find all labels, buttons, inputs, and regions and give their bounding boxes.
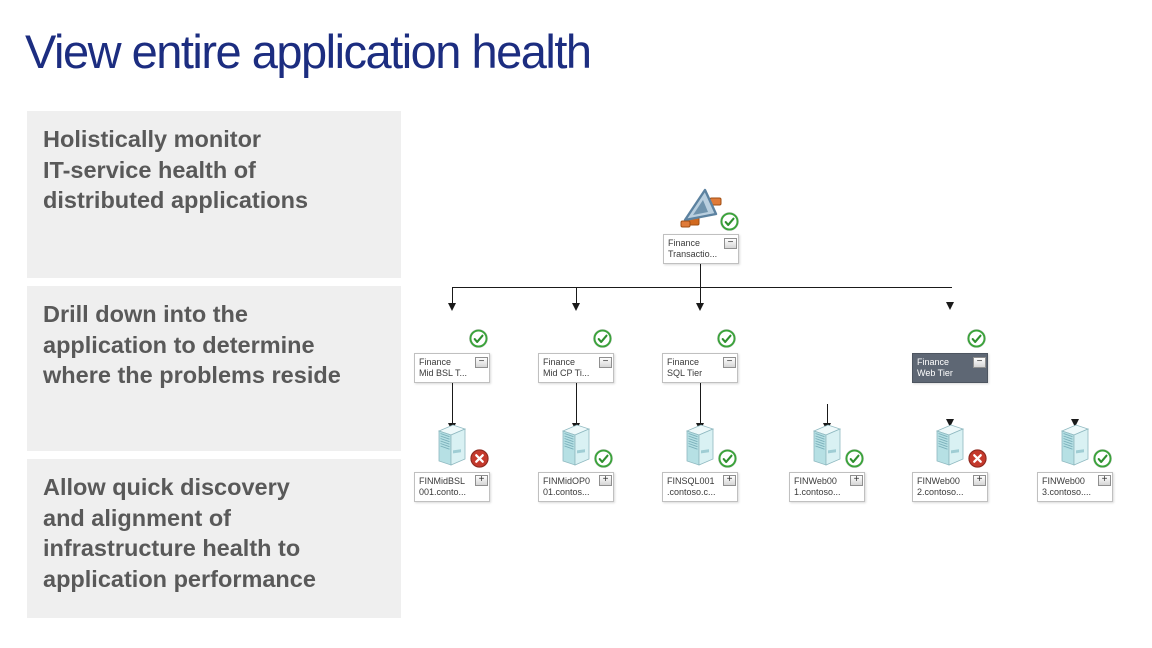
health-ok-icon [717,448,738,469]
diagram-node-finweb002[interactable]: FINWeb00 2.contoso... + [905,423,995,502]
health-ok-icon [593,448,614,469]
arrow-down-icon [1071,419,1079,427]
health-ok-icon [1092,448,1113,469]
server-icon [558,423,594,472]
server-icon [932,423,968,472]
connector-line [576,288,577,304]
diagram-node-finance-transaction[interactable]: Finance Transactio... − [656,188,746,264]
arrow-down-icon [946,302,954,310]
health-error-icon [967,448,988,469]
connector-line [452,383,453,424]
distributed-application-icon [679,185,723,234]
page-title: View entire application health [25,25,592,78]
arrow-down-icon [696,303,704,311]
diagram-node-finance-mid-cp-tier[interactable]: Finance Mid CP Ti... − [531,308,621,383]
connector-line [827,404,828,424]
health-ok-icon [719,211,740,232]
server-icon [682,423,718,472]
arrow-down-icon [572,303,580,311]
connector-bus [452,287,952,288]
server-icon [1057,423,1093,472]
connector-line [700,288,701,304]
connector-root-stem [700,264,701,287]
expand-button[interactable]: + [475,475,488,486]
diagram-node-finance-mid-bsl-tier[interactable]: Finance Mid BSL T... − [407,308,497,383]
collapse-button[interactable]: − [973,357,986,368]
diagram-node-finsql001[interactable]: FINSQL001 .contoso.c... + [655,423,745,502]
server-icon [434,423,470,472]
arrow-down-icon [946,419,954,427]
diagram-node-finance-web-tier-selected[interactable]: Finance Web Tier − [905,308,995,383]
collapse-button[interactable]: − [475,357,488,368]
diagram-node-finweb003[interactable]: FINWeb00 3.contoso.... + [1030,423,1120,502]
health-ok-icon [592,328,613,349]
expand-button[interactable]: + [1098,475,1111,486]
health-ok-icon [716,328,737,349]
connector-line [700,383,701,424]
health-ok-icon [844,448,865,469]
server-icon [809,423,845,472]
node-label[interactable]: FINSQL001 .contoso.c... [662,472,738,502]
diagram-node-finmidbsl001[interactable]: FINMidBSL 001.conto... + [407,423,497,502]
diagram-node-finweb001[interactable]: FINWeb00 1.contoso... + [782,423,872,502]
expand-button[interactable]: + [973,475,986,486]
diagram-node-finmidop001[interactable]: FINMidOP0 01.contos... + [531,423,621,502]
connector-line [452,288,453,304]
health-error-icon [469,448,490,469]
collapse-button[interactable]: − [724,238,737,249]
diagram-node-finance-sql-tier[interactable]: Finance SQL Tier − [655,308,745,383]
expand-button[interactable]: + [850,475,863,486]
expand-button[interactable]: + [599,475,612,486]
bullet-box-monitor: Holistically monitor IT-service health o… [27,111,401,278]
bullet-box-discovery: Allow quick discovery and alignment of i… [27,459,401,618]
health-ok-icon [468,328,489,349]
collapse-button[interactable]: − [599,357,612,368]
health-ok-icon [966,328,987,349]
arrow-down-icon [448,303,456,311]
expand-button[interactable]: + [723,475,736,486]
connector-line [576,383,577,424]
collapse-button[interactable]: − [723,357,736,368]
bullet-box-drill-down: Drill down into the application to deter… [27,286,401,451]
node-label[interactable]: Finance Mid BSL T... [414,353,490,383]
